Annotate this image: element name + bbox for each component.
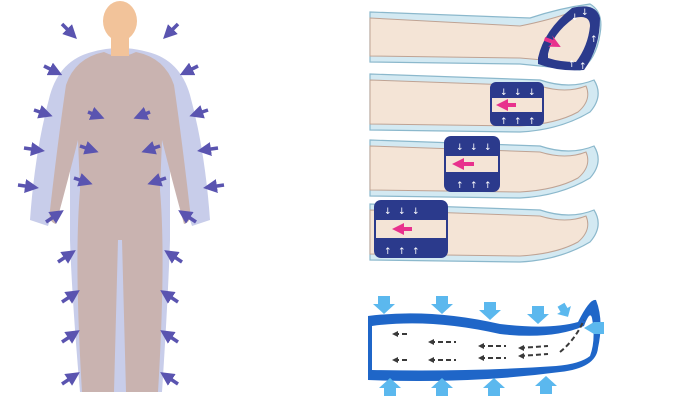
svg-text:↑: ↑ [590,35,598,45]
svg-text:↓: ↓ [484,143,492,153]
svg-text:↑: ↑ [484,181,492,191]
svg-text:↑: ↑ [579,62,587,72]
svg-text:↓: ↓ [470,143,478,153]
svg-text:↑: ↑ [568,60,576,70]
leg-stage-2: ↓ ↓ ↓ ↑ ↑ ↑ [370,74,598,132]
svg-text:↓: ↓ [412,207,420,217]
body-head [103,1,137,41]
svg-text:↓: ↓ [571,13,579,23]
svg-text:↓: ↓ [514,88,522,98]
svg-text:↓: ↓ [581,8,589,18]
svg-text:↑: ↑ [500,117,508,127]
svg-text:↓: ↓ [398,207,406,217]
svg-text:↑: ↑ [398,247,406,257]
svg-text:↑: ↑ [384,247,392,257]
svg-text:↓: ↓ [384,207,392,217]
svg-text:↑: ↑ [514,117,522,127]
leg-panel: ↓ ↓ ↑ ↑ ↑ ↓ ↓ ↓ ↑ ↑ ↑ [370,4,601,262]
svg-text:↑: ↑ [456,181,464,191]
leg-stage-4: ↓ ↓ ↓ ↑ ↑ ↑ [370,200,598,262]
svg-text:↓: ↓ [528,88,536,98]
vessel-panel [368,296,604,396]
svg-text:↓: ↓ [456,143,464,153]
leg-stage-3: ↓ ↓ ↓ ↑ ↑ ↑ [370,136,598,198]
svg-text:↑: ↑ [412,247,420,257]
svg-text:↑: ↑ [528,117,536,127]
body-panel [18,1,224,392]
svg-text:↓: ↓ [500,88,508,98]
svg-text:↑: ↑ [470,181,478,191]
leg-stage-1: ↓ ↓ ↑ ↑ ↑ [370,4,601,72]
